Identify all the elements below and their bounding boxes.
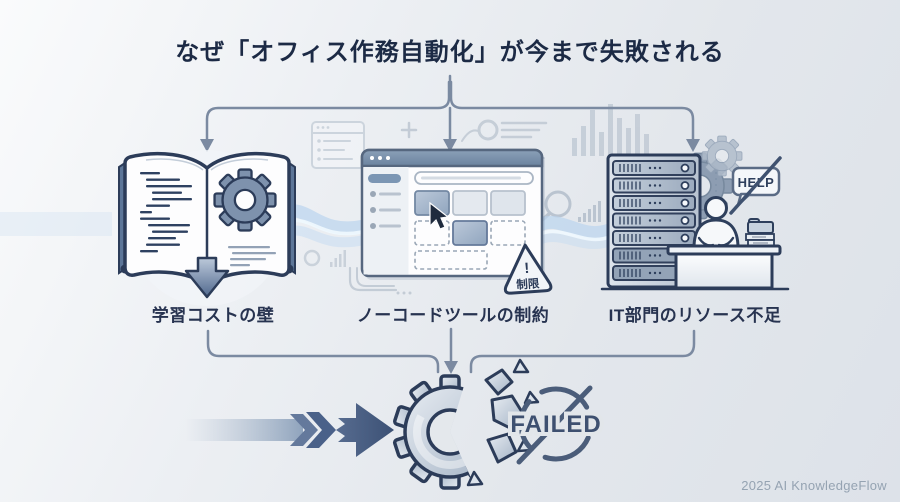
column-label-learning-cost: 学習コストの壁 <box>151 306 275 325</box>
gear-fragments <box>484 368 524 464</box>
plus-icon <box>400 121 418 139</box>
window-sidebar <box>363 167 409 275</box>
book-gear-icon <box>118 150 296 306</box>
document-stack-icon <box>745 218 775 247</box>
window-canvas <box>414 171 534 270</box>
wireframe-window-icon <box>311 121 365 169</box>
debris-triangles <box>466 358 540 487</box>
failed-label: FAILED <box>510 411 601 438</box>
circle-list-icon <box>461 119 548 142</box>
book-down-arrow <box>184 256 230 299</box>
page-text-lines <box>228 246 276 267</box>
connector-arrowheads <box>200 139 700 152</box>
warning-label: 制限 <box>516 276 540 292</box>
nocode-tool-icon: ! 制限 <box>360 148 553 295</box>
connector-arrowhead <box>444 361 458 374</box>
warning-exclamation: ! <box>524 260 530 277</box>
signal-bars-icon <box>330 250 346 267</box>
bar-chart-decoration <box>572 104 649 156</box>
impact-arrow <box>336 403 394 457</box>
page-title: なぜ「オフィス作務自動化」が今まで失敗される <box>175 39 725 66</box>
server-helpdesk-icon: HELP <box>600 135 790 291</box>
credit-watermark: 2025 AI KnowledgeFlow <box>741 478 887 493</box>
bottom-connector <box>206 327 696 374</box>
server-unit-details <box>619 164 641 278</box>
person-icon <box>692 196 740 250</box>
background-decorations <box>0 104 649 295</box>
window-titlebar <box>360 148 544 168</box>
desk <box>666 244 782 290</box>
page-gear-icon <box>213 168 277 232</box>
signal-bars-icon <box>578 201 601 222</box>
chevron-icon <box>290 414 318 446</box>
chevron-icon <box>306 412 336 448</box>
failure-arrow-sequence <box>185 403 394 457</box>
code-lines <box>140 172 192 253</box>
flow-band-left-edge <box>0 212 112 236</box>
server-unit-dots <box>648 166 662 275</box>
top-connector <box>200 74 700 152</box>
restriction-warning-badge: ! 制限 <box>503 243 553 295</box>
circle-glyph <box>303 249 321 267</box>
broken-gear-icon <box>392 358 540 490</box>
fading-band <box>185 419 303 441</box>
column-label-it-resources: IT部門のリソース不足 <box>608 306 782 325</box>
help-bubble-label: HELP <box>738 175 775 190</box>
server-leds <box>680 163 690 278</box>
column-label-nocode-limits: ノーコードツールの制約 <box>356 306 550 325</box>
help-bubble-crossed: HELP <box>729 156 782 215</box>
slash-line <box>729 156 782 215</box>
failed-badge: FAILED <box>506 385 605 465</box>
cursor-icon <box>429 201 450 230</box>
slash-line <box>516 385 593 465</box>
echo-corner-lines <box>348 266 412 295</box>
